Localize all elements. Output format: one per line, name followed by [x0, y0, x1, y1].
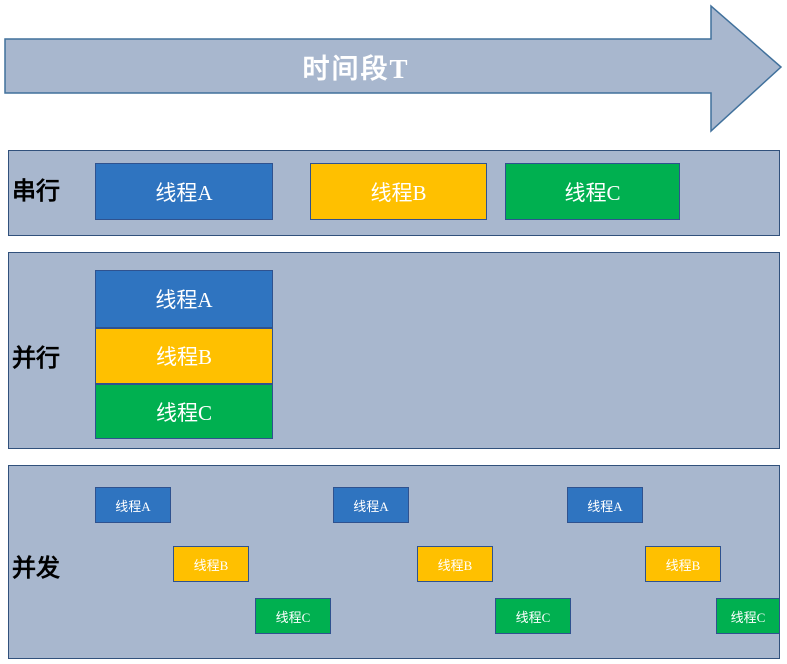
thread-label: 线程C: [564, 180, 621, 205]
thread-label: 线程A: [155, 288, 213, 312]
thread-label: 线程B: [155, 345, 212, 369]
thread-label: 线程C: [275, 609, 311, 625]
thread-label: 线程C: [515, 609, 551, 625]
serial-thread-c-box: 线程C: [505, 163, 680, 220]
time-arrow-shape: [4, 4, 783, 133]
thread-label: 线程A: [587, 498, 623, 514]
concurrent-thread-c-box-3: 线程C: [716, 598, 780, 634]
thread-label: 线程B: [193, 557, 229, 573]
thread-label: 线程B: [665, 557, 701, 573]
concurrent-thread-c-box-1: 线程C: [255, 598, 331, 634]
concurrent-thread-a-box-2: 线程A: [333, 487, 409, 523]
concurrent-thread-b-box-1: 线程B: [173, 546, 249, 582]
thread-label: 线程B: [370, 180, 427, 205]
parallel-section-label: 并行: [12, 346, 60, 372]
concurrent-thread-a-box-1: 线程A: [95, 487, 171, 523]
concurrent-thread-b-box-3: 线程B: [645, 546, 721, 582]
thread-label: 线程A: [115, 498, 151, 514]
serial-section-label: 串行: [12, 179, 60, 205]
thread-label: 线程C: [155, 400, 212, 425]
thread-label: 线程B: [437, 557, 473, 573]
time-arrow: [4, 4, 783, 133]
serial-thread-b-box: 线程B: [310, 163, 487, 220]
concurrent-thread-b-box-2: 线程B: [417, 546, 493, 582]
thread-label: 线程A: [353, 498, 389, 514]
parallel-thread-c-box: 线程C: [95, 384, 273, 439]
concurrent-section-label: 并发: [12, 556, 60, 582]
parallel-thread-a-box: 线程A: [95, 270, 273, 328]
parallel-thread-b-box: 线程B: [95, 328, 273, 384]
thread-label: 线程A: [155, 180, 213, 205]
concurrent-thread-c-box-2: 线程C: [495, 598, 571, 634]
concurrent-thread-a-box-3: 线程A: [567, 487, 643, 523]
serial-thread-a-box: 线程A: [95, 163, 273, 220]
time-arrow-label: 时间段T: [302, 54, 410, 84]
thread-label: 线程C: [730, 609, 766, 625]
